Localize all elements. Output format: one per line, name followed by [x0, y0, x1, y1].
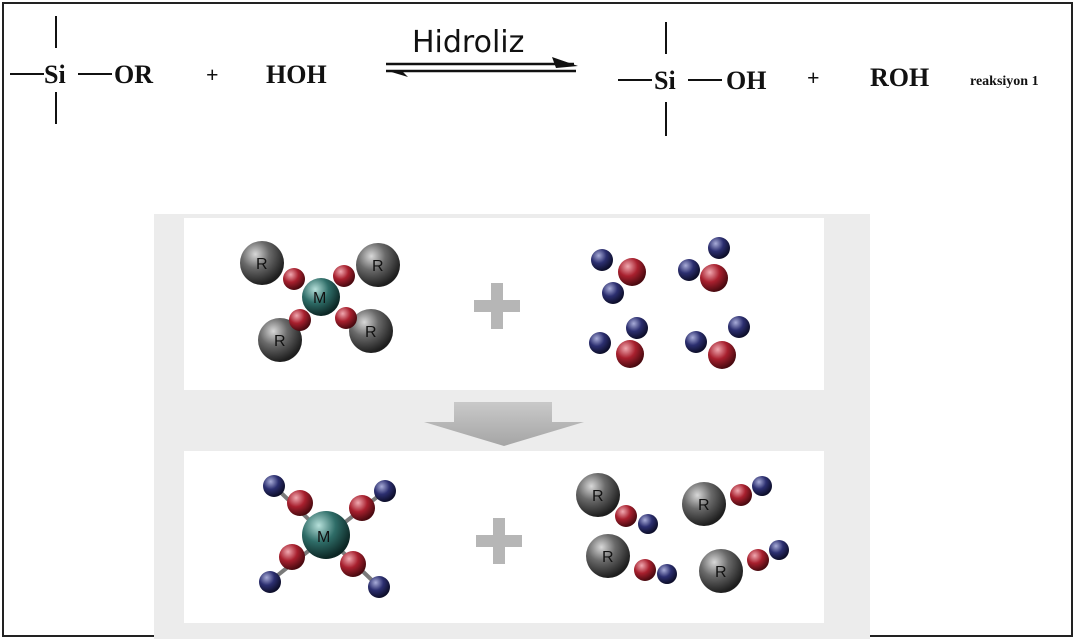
alcohol-molecule: R [699, 540, 789, 593]
water-molecule [589, 317, 648, 368]
water-molecules [589, 237, 750, 369]
arrow-label-hidroliz: Hidroliz [412, 25, 524, 60]
alkoxide-o-atom [283, 268, 305, 290]
alcohol-molecule: R [682, 476, 772, 526]
alkoxide-r-atom [240, 241, 284, 285]
hydroxide-o-atom [349, 495, 375, 521]
water-molecule [591, 249, 646, 304]
reaction-number-label: reaksiyon 1 [970, 74, 1039, 89]
plus-sign-2: + [807, 65, 820, 90]
reaction-direction-arrow [424, 402, 584, 446]
hydroxide-o-atom [279, 544, 305, 570]
products-plus-sign [476, 518, 522, 564]
schematic-panel: R R R R M [154, 214, 870, 639]
alkoxide-r-atom [349, 309, 393, 353]
svg-text:R: R [256, 256, 268, 273]
alkoxide-o-atom [333, 265, 355, 287]
equilibrium-arrow: Hidroliz [386, 25, 578, 77]
alkoxide-r-atom [258, 318, 302, 362]
water-molecule [678, 237, 730, 292]
metal-center-atom [302, 278, 340, 316]
hydroxide-h-atom [374, 480, 396, 502]
product-oh-group: OH [726, 66, 766, 95]
reactants-plus-sign [474, 283, 520, 329]
water-molecule [685, 316, 750, 369]
metal-center-label: M [313, 290, 326, 307]
svg-text:R: R [592, 488, 604, 505]
metal-hydroxide-molecule: M [259, 475, 396, 598]
alcohol-molecules: R R R R [576, 473, 789, 593]
alcohol-molecule: R [576, 473, 658, 534]
svg-text:R: R [715, 564, 727, 581]
metal-center-atom [302, 511, 350, 559]
product-si-symbol: Si [654, 66, 676, 95]
alkoxide-o-atom [335, 307, 357, 329]
reactant-si-symbol: Si [44, 60, 66, 89]
hydroxide-o-atom [287, 490, 313, 516]
hydroxide-h-atom [263, 475, 285, 497]
svg-text:R: R [274, 333, 286, 350]
svg-text:R: R [372, 258, 384, 275]
reactant-or-group: OR [114, 60, 153, 89]
reactant-silane: Si OR [10, 16, 153, 124]
svg-text:R: R [602, 549, 614, 566]
reaction-diagram: Si OR + HOH Hidroliz Si OH + ROH reaksiy… [10, 16, 1039, 639]
hydroxide-o-atom [340, 551, 366, 577]
hydroxide-h-atom [259, 571, 281, 593]
metal-alkoxide-molecule: R R R R M [240, 241, 400, 362]
water-formula: HOH [266, 60, 327, 89]
alcohol-molecule: R [586, 534, 677, 584]
plus-sign-1: + [206, 62, 219, 87]
alcohol-formula: ROH [870, 63, 929, 92]
product-silanol: Si OH [618, 22, 766, 136]
svg-text:R: R [365, 324, 377, 341]
metal-center-label: M [317, 529, 330, 546]
hydrolysis-equation: Si OR + HOH Hidroliz Si OH + ROH reaksiy… [10, 16, 1039, 136]
alkoxide-r-atom [356, 243, 400, 287]
svg-text:R: R [698, 497, 710, 514]
hydroxide-h-atom [368, 576, 390, 598]
alkoxide-o-atom [289, 309, 311, 331]
